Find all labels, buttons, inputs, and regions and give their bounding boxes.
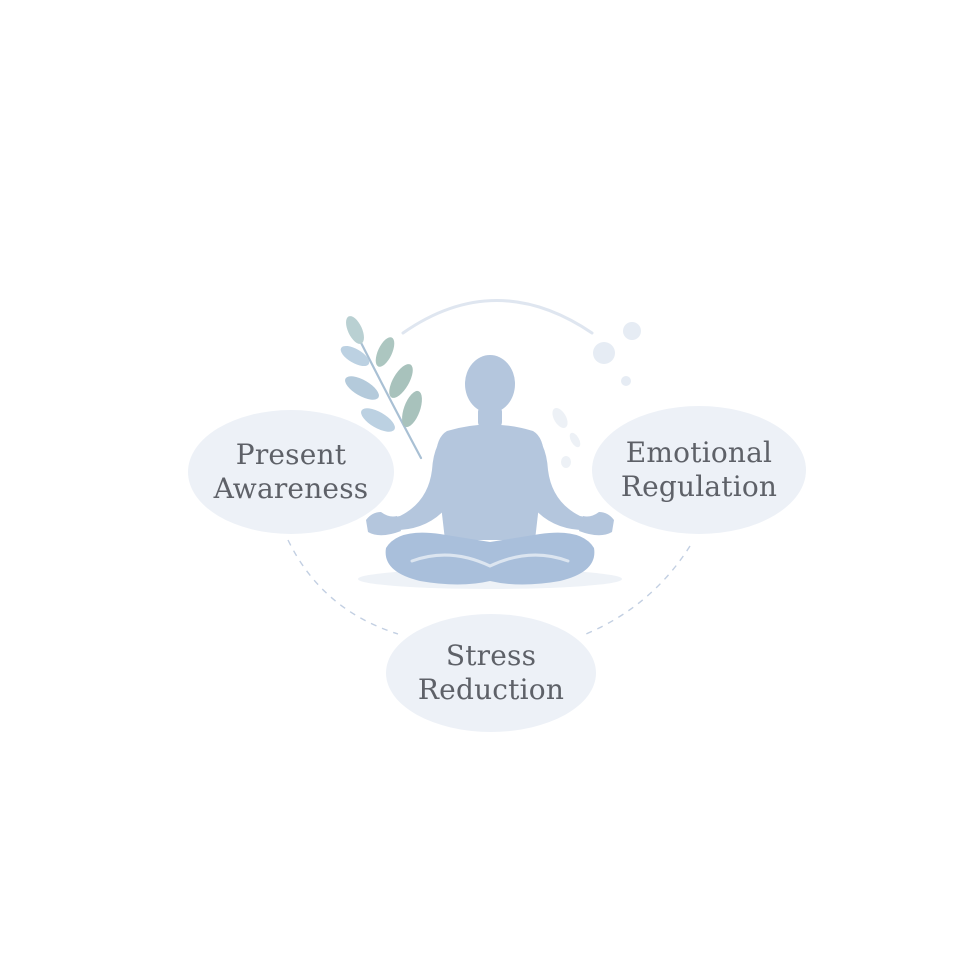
node-stress-reduction: Stress Reduction — [386, 614, 596, 732]
leaf-branch-icon — [340, 316, 423, 460]
sparkle-icon — [552, 408, 581, 468]
node-present-awareness-line1: Present — [235, 438, 347, 471]
node-present-awareness: Present Awareness — [188, 410, 394, 534]
node-emotional-regulation-line1: Emotional — [625, 436, 773, 469]
top-arc — [401, 299, 594, 335]
node-emotional-regulation-line2: Regulation — [620, 470, 778, 503]
connector-left-bottom — [287, 539, 399, 635]
meditating-person-icon — [358, 355, 622, 589]
floating-bubbles-icon — [593, 322, 641, 386]
connector-right-bottom — [585, 545, 691, 635]
node-stress-reduction-line2: Reduction — [417, 673, 565, 706]
node-stress-reduction-line1: Stress — [445, 639, 537, 672]
node-present-awareness-line2: Awareness — [213, 472, 369, 505]
node-emotional-regulation: Emotional Regulation — [592, 406, 806, 534]
